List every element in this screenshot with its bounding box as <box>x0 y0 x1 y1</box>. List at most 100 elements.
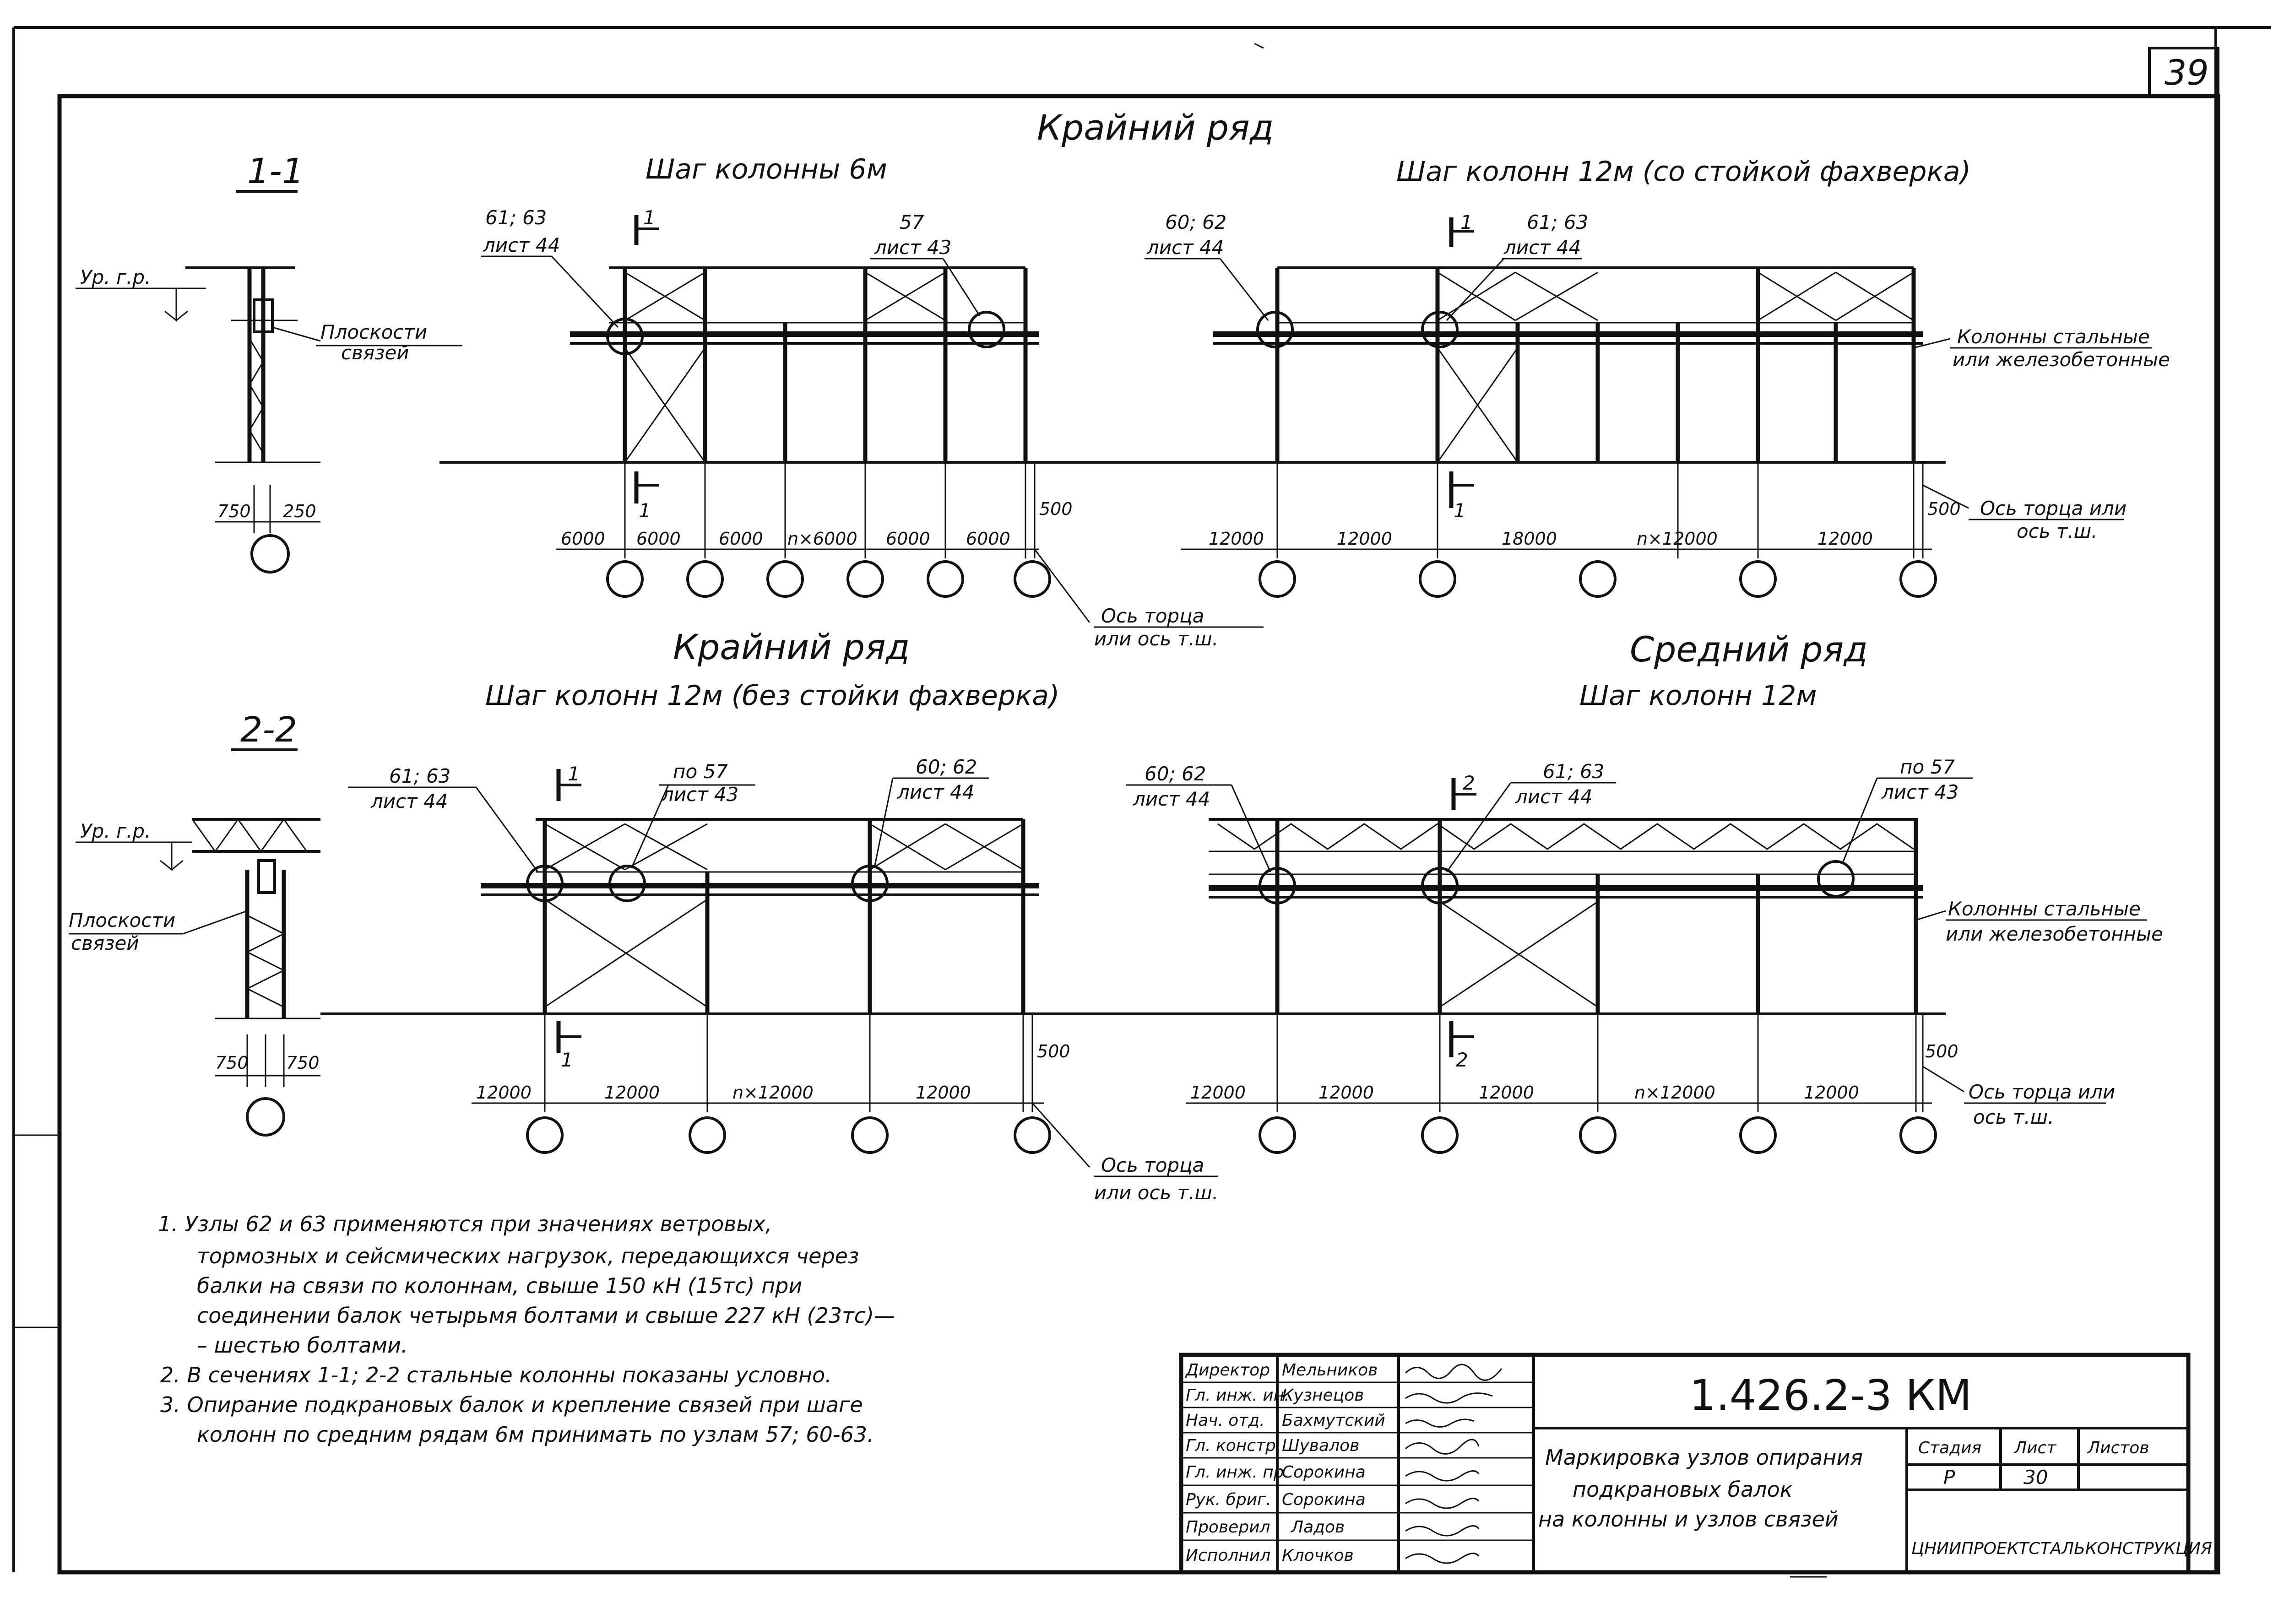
svg-text:или железобетонные: или железобетонные <box>1953 348 2170 371</box>
svg-text:12000: 12000 <box>1318 1083 1374 1103</box>
panel3-title: Шаг колонн 12м (без стойки фахверка) <box>485 680 1059 712</box>
panel4-drawing: 60; 62 лист 44 61; 63 лист 44 по 57 лист… <box>1053 756 2163 1154</box>
svg-text:250: 250 <box>283 501 316 521</box>
staff-role: Директор <box>1185 1361 1270 1380</box>
svg-text:500: 500 <box>1037 1041 1070 1061</box>
note-line: 1. Узлы 62 и 63 применяются при значения… <box>158 1212 772 1236</box>
svg-text:500: 500 <box>1039 499 1073 519</box>
svg-text:18000: 18000 <box>1502 529 1557 549</box>
svg-text:лист 44: лист 44 <box>897 781 975 803</box>
svg-text:Ось торца или: Ось торца или <box>1980 497 2127 520</box>
note-line: колонн по средним рядам 6м принимать по … <box>197 1422 874 1447</box>
svg-text:Плоскости: Плоскости <box>320 321 427 343</box>
staff-role: Исполнил <box>1186 1546 1270 1565</box>
svg-text:лист 43: лист 43 <box>661 783 739 806</box>
svg-text:лист 43: лист 43 <box>874 236 952 259</box>
svg-text:12000: 12000 <box>1817 529 1873 549</box>
svg-text:Ур. г.р.: Ур. г.р. <box>80 820 151 842</box>
row-title-middle: Средний ряд <box>1630 629 1868 670</box>
svg-text:по 57: по 57 <box>1900 756 1955 778</box>
svg-text:60; 62: 60; 62 <box>916 756 977 778</box>
svg-text:Ур. г.р.: Ур. г.р. <box>80 266 151 288</box>
svg-text:750: 750 <box>286 1053 320 1073</box>
svg-text:61; 63: 61; 63 <box>1543 760 1604 783</box>
staff-role: Гл. инж. пр. <box>1186 1463 1289 1482</box>
note-line: балки на связи по колоннам, свыше 150 кН… <box>197 1273 802 1298</box>
title-block: Директор Мельников Гл. инж. ин. Кузнецов… <box>1179 1353 2212 1575</box>
svg-text:ось т.ш.: ось т.ш. <box>2017 520 2098 542</box>
scan-noise <box>1254 43 1827 1578</box>
svg-text:Колонны стальные: Колонны стальные <box>1948 898 2141 920</box>
svg-text:связей: связей <box>341 341 409 364</box>
svg-text:n×12000: n×12000 <box>1634 1083 1715 1103</box>
svg-text:1: 1 <box>1454 499 1466 522</box>
svg-text:n×12000: n×12000 <box>1637 529 1718 549</box>
svg-text:лист 44: лист 44 <box>1503 236 1581 259</box>
sheet-header: Лист <box>2013 1439 2056 1457</box>
staff-role: Нач. отд. <box>1186 1411 1265 1430</box>
svg-text:или железобетонные: или железобетонные <box>1946 923 2163 945</box>
svg-text:Колонны стальные: Колонны стальные <box>1957 325 2150 348</box>
svg-text:Ось торца: Ось торца <box>1101 1154 1204 1176</box>
svg-text:57: 57 <box>900 211 924 233</box>
sheet-value: 30 <box>2024 1466 2048 1489</box>
svg-text:12000: 12000 <box>1337 529 1392 549</box>
svg-text:12000: 12000 <box>604 1083 660 1103</box>
staff-name: Мельников <box>1282 1361 1378 1380</box>
stage-value: Р <box>1943 1466 1955 1489</box>
svg-text:12000: 12000 <box>1190 1083 1246 1103</box>
svg-text:Плоскости: Плоскости <box>69 909 175 931</box>
panel2-drawing: 60; 62 лист 44 61; 63 лист 44 1 1 Колонн… <box>1053 211 2170 598</box>
staff-role: Рук. бриг. <box>1186 1490 1271 1509</box>
svg-text:12000: 12000 <box>1479 1083 1534 1103</box>
staff-role: Гл. констр. <box>1186 1436 1281 1455</box>
svg-text:или ось т.ш.: или ось т.ш. <box>1094 628 1218 650</box>
svg-text:лист 43: лист 43 <box>1881 781 1959 803</box>
staff-name: Сорокина <box>1282 1463 1366 1482</box>
panel1-title: Шаг колонны 6м <box>646 153 887 185</box>
svg-text:12000: 12000 <box>476 1083 532 1103</box>
svg-text:12000: 12000 <box>916 1083 971 1103</box>
svg-text:750: 750 <box>215 1053 249 1073</box>
svg-text:лист 44: лист 44 <box>1515 785 1593 808</box>
svg-text:61; 63: 61; 63 <box>485 206 547 229</box>
sheet-number: 39 <box>2165 52 2209 93</box>
staff-role: Гл. инж. ин. <box>1186 1386 1290 1405</box>
svg-text:12000: 12000 <box>1804 1083 1859 1103</box>
svg-text:связей: связей <box>71 932 139 954</box>
document-code: 1.426.2-3 КМ <box>1689 1371 1972 1420</box>
note-line: тормозных и сейсмических нагрузок, перед… <box>197 1244 859 1268</box>
drawing-description-line: на колонны и узлов связей <box>1538 1507 1839 1532</box>
sheet-frame <box>12 26 2271 1575</box>
svg-text:Ось торца или: Ось торца или <box>1969 1081 2115 1103</box>
svg-text:500: 500 <box>1925 1041 1958 1061</box>
svg-text:6000: 6000 <box>719 529 763 549</box>
svg-text:n×12000: n×12000 <box>732 1083 814 1103</box>
svg-text:ось т.ш.: ось т.ш. <box>1973 1106 2054 1128</box>
svg-text:2: 2 <box>1463 772 1475 794</box>
section-1-1-drawing: Ур. г.р. Плоскости связей 750 250 <box>76 266 462 574</box>
drawing-description-line: подкрановых балок <box>1573 1477 1793 1502</box>
svg-text:6000: 6000 <box>886 529 930 549</box>
note-line: соединении балок четырьмя болтами и свыш… <box>197 1303 895 1328</box>
section-2-2-drawing: Ур. г.р. Плоскости связей 750 750 <box>69 818 320 1137</box>
panel1-drawing: 61; 63 лист 44 57 лист 43 1 1 6000 6000 … <box>439 206 1264 650</box>
svg-text:n×6000: n×6000 <box>787 529 857 549</box>
svg-text:1: 1 <box>639 499 651 522</box>
staff-name: Сорокина <box>1282 1490 1366 1509</box>
drawing-description-line: Маркировка узлов опирания <box>1545 1445 1863 1470</box>
svg-text:лист 44: лист 44 <box>370 790 448 812</box>
note-line: 2. В сечениях 1-1; 2-2 стальные колонны … <box>160 1363 832 1387</box>
svg-text:500: 500 <box>1927 499 1961 519</box>
svg-text:6000: 6000 <box>561 529 605 549</box>
notes: 1. Узлы 62 и 63 применяются при значения… <box>158 1212 895 1447</box>
svg-text:61; 63: 61; 63 <box>1527 211 1588 233</box>
svg-text:по 57: по 57 <box>673 760 728 783</box>
sheet-number-box: 39 <box>2148 47 2219 97</box>
section-mark-2-2: 2-2 <box>240 709 297 750</box>
panel3-drawing: 61; 63 лист 44 по 57 лист 43 60; 62 лист… <box>320 756 1218 1204</box>
staff-role: Проверил <box>1186 1518 1270 1537</box>
row-title-outer-top: Крайний ряд <box>1037 107 1274 148</box>
svg-text:12000: 12000 <box>1209 529 1264 549</box>
